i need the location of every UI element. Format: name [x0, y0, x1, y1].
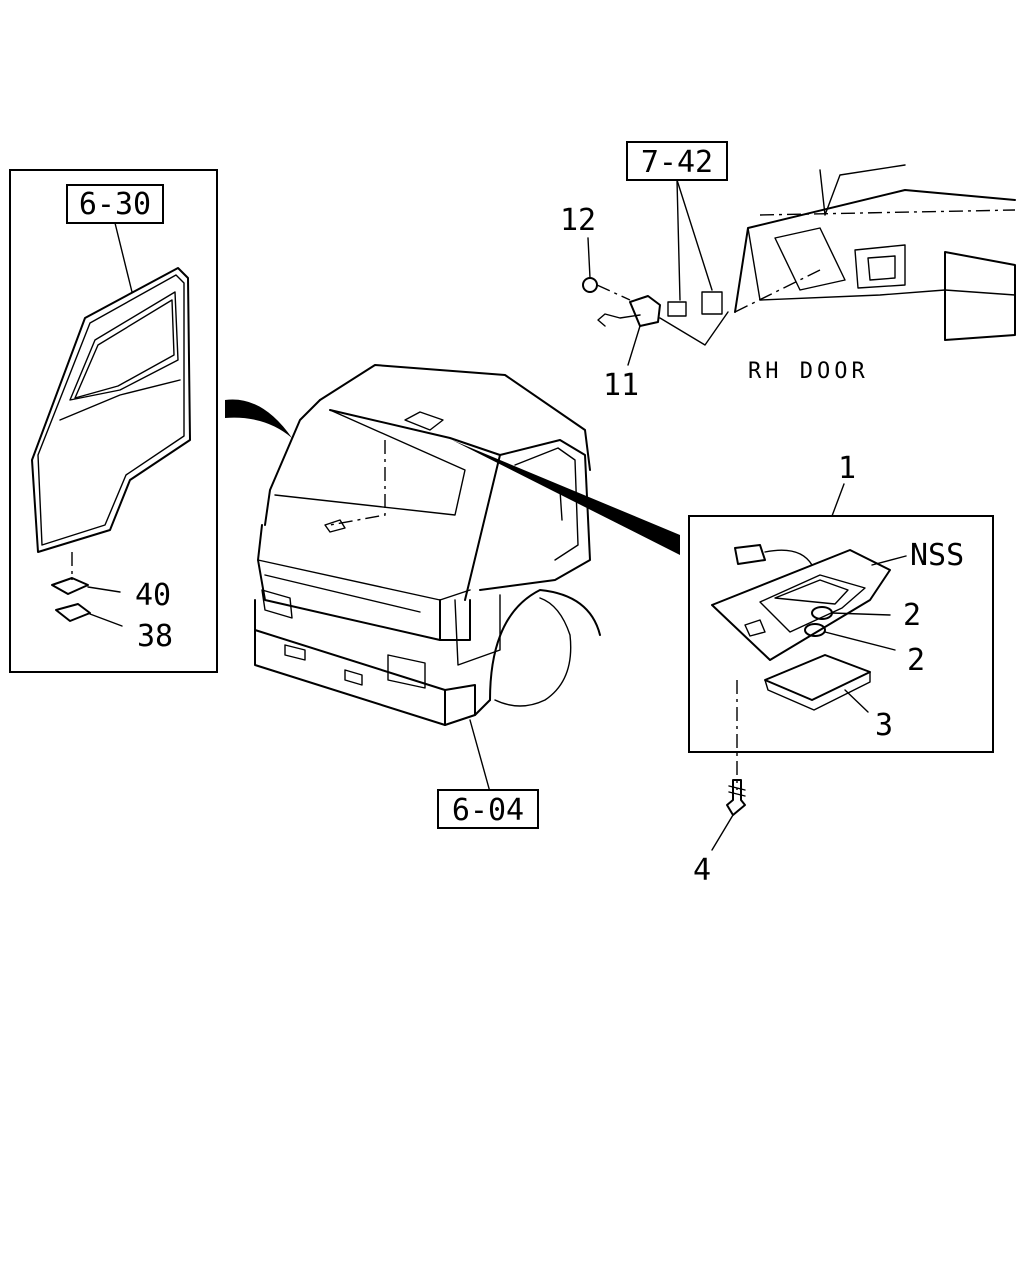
door-inset-panel: 6-30 40 38 — [9, 169, 218, 673]
part-2-bulb-upper[interactable] — [811, 606, 891, 620]
callout-38: 38 — [137, 619, 173, 654]
door-ref-box[interactable]: 6-30 — [66, 184, 164, 224]
dome-light-housing[interactable] — [711, 544, 891, 661]
part-40-clip[interactable]: 40 — [51, 577, 171, 613]
rh-door-label: RH DOOR — [748, 359, 869, 384]
callout-40: 40 — [135, 578, 171, 613]
rh-door-detail: 7-42 12 11 RH DOOR — [560, 141, 1016, 403]
dome-light-frame — [688, 515, 994, 753]
door-light-ref-box[interactable]: 7-42 — [626, 141, 728, 181]
part-3-lens[interactable] — [764, 654, 871, 713]
part-4-screw[interactable] — [711, 779, 746, 851]
cab-ref-leader — [469, 719, 491, 793]
door-pillar-drawing — [734, 164, 1016, 341]
callout-1: 1 — [838, 451, 856, 486]
part-11-switch[interactable] — [597, 291, 729, 346]
callout-12: 12 — [560, 203, 596, 238]
cab-ref-box[interactable]: 6-04 — [437, 789, 539, 829]
door-inset-frame — [9, 169, 218, 673]
door-light-ref-text: 7-42 — [641, 145, 713, 180]
callout-2-lower: 2 — [907, 643, 925, 678]
callout-2-upper: 2 — [903, 598, 921, 633]
cab-drawing — [254, 364, 601, 726]
callout-4: 4 — [693, 853, 711, 888]
part-38-pad[interactable]: 38 — [55, 603, 173, 654]
part-12-screw[interactable] — [582, 277, 631, 301]
door-pointer-arrow — [225, 399, 292, 438]
door-ref-leader — [114, 222, 133, 293]
door-ref-text: 6-30 — [79, 187, 151, 222]
door-drawing — [31, 267, 191, 553]
cab-ref-text: 6-04 — [452, 793, 524, 828]
callout-3: 3 — [875, 708, 893, 743]
callout-11: 11 — [603, 368, 639, 403]
dome-light-inset: 1 NSS 2 2 3 — [688, 451, 994, 790]
part-2-bulb-lower[interactable] — [804, 623, 896, 651]
dome-pointer-wedge — [452, 440, 680, 555]
nss-label: NSS — [910, 538, 964, 573]
